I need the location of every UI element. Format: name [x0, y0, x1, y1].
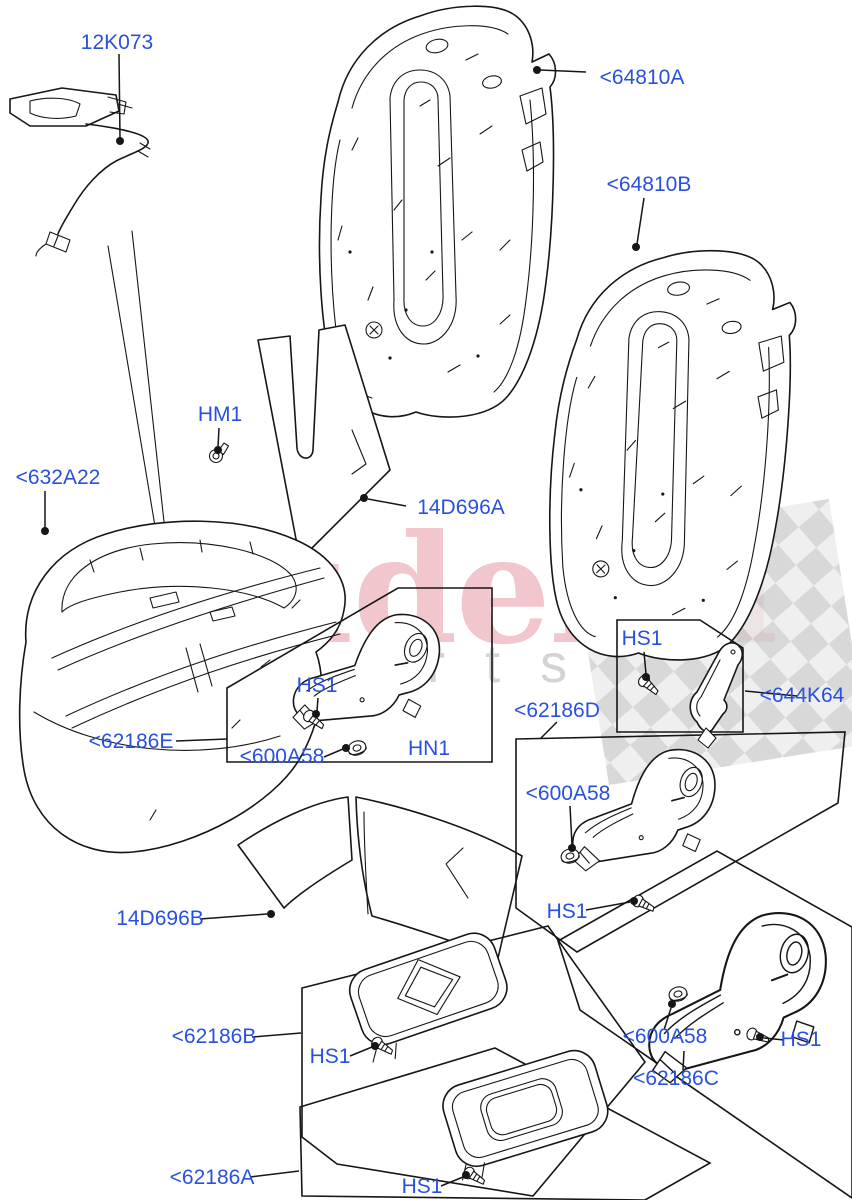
- label-hs1-k[interactable]: HS1: [622, 627, 663, 650]
- drawing-heater-mat-14d696b: [237, 796, 523, 959]
- drawing-bezel-62186b: [348, 932, 508, 1063]
- drawing-handle-644k64: [689, 642, 744, 749]
- drawing-bezel-62186a: [442, 1049, 609, 1181]
- group-box-62186d: [515, 731, 846, 953]
- label-644k64[interactable]: <644K64: [760, 684, 845, 707]
- label-hs1-b[interactable]: HS1: [310, 1045, 351, 1068]
- group-box-644k64: [616, 619, 744, 733]
- label-12k073[interactable]: 12K073: [81, 31, 153, 54]
- assembly-guide-lines: [107, 230, 168, 557]
- label-64810a[interactable]: <64810A: [600, 66, 685, 89]
- label-62186a[interactable]: <62186A: [170, 1166, 255, 1189]
- label-632a22[interactable]: <632A22: [16, 466, 101, 489]
- group-box-62186b: [301, 925, 647, 1197]
- drawing-heater-mat-14d696a: [257, 324, 391, 561]
- group-box-62186a: [299, 1047, 712, 1200]
- label-hs1-d[interactable]: HS1: [547, 900, 588, 923]
- label-600a58-d[interactable]: <600A58: [526, 782, 611, 805]
- label-hs1-a[interactable]: HS1: [402, 1175, 443, 1198]
- label-hs1-e[interactable]: HS1: [297, 674, 338, 697]
- group-box-62186e: [226, 587, 493, 763]
- drawing-sensor-harness-12k073: [9, 87, 151, 257]
- label-hm1[interactable]: HM1: [198, 403, 242, 426]
- leader-lines: [41, 53, 798, 1187]
- label-hn1[interactable]: HN1: [408, 737, 450, 760]
- label-14d696a[interactable]: 14D696A: [417, 496, 505, 519]
- label-62186d[interactable]: <62186D: [514, 699, 600, 722]
- label-hs1-c[interactable]: HS1: [781, 1028, 822, 1051]
- label-62186c[interactable]: <62186C: [633, 1067, 719, 1090]
- label-600a58-c[interactable]: <600A58: [623, 1025, 708, 1048]
- label-62186b[interactable]: <62186B: [172, 1025, 257, 1048]
- drawing-cushion-pad-632a22: [18, 520, 346, 854]
- group-box-62186c: [557, 850, 852, 1199]
- label-14d696b[interactable]: 14D696B: [116, 907, 204, 930]
- label-62186e[interactable]: <62186E: [89, 730, 174, 753]
- label-600a58-e[interactable]: <600A58: [240, 745, 325, 768]
- label-64810b[interactable]: <64810B: [607, 173, 692, 196]
